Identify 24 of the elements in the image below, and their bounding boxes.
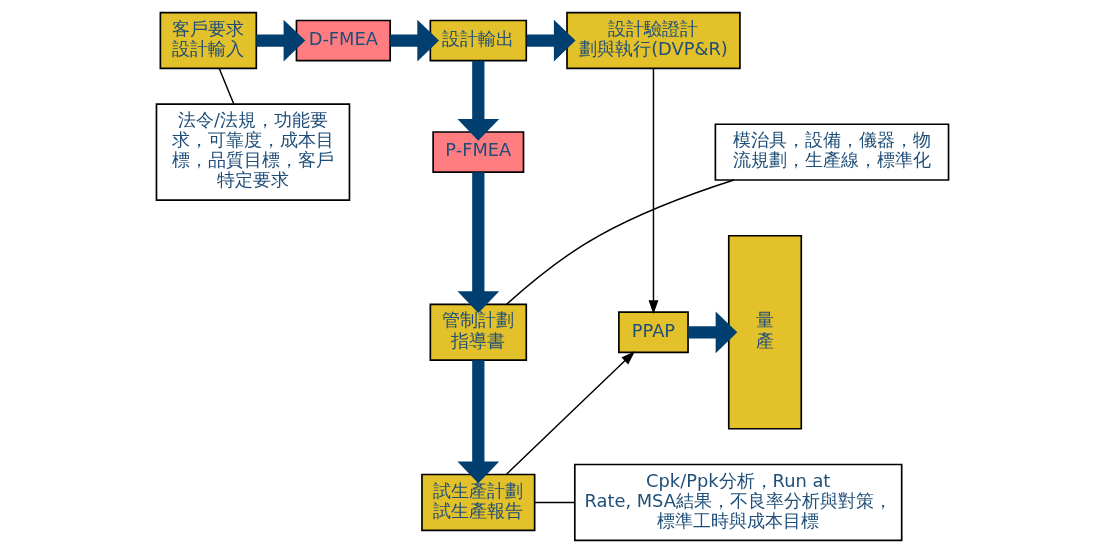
node-box: 試生產計劃試生產報告 bbox=[420, 473, 535, 532]
arrow bbox=[457, 172, 499, 314]
node-box: 管制計劃指導書 bbox=[429, 303, 527, 361]
arrow bbox=[648, 68, 658, 315]
node-box: 法令/法規，功能要求，可靠度，成本目標，品質目標，客戶特定要求 bbox=[155, 103, 350, 201]
node-box: PPAP bbox=[617, 311, 689, 354]
arrow bbox=[457, 60, 499, 141]
node-box: D-FMEA bbox=[295, 19, 391, 62]
arrow bbox=[389, 19, 439, 62]
node-box: 設計輸出 bbox=[429, 19, 527, 62]
connector bbox=[505, 179, 735, 306]
connector bbox=[218, 67, 234, 105]
arrow bbox=[456, 360, 499, 484]
arrow bbox=[505, 351, 635, 475]
node-box: 量產 bbox=[727, 234, 802, 430]
node-box: 模治具，設備，儀器，物流規劃，生產線，標準化 bbox=[714, 123, 949, 181]
node-box: Cpk/Ppk分析，Run at Rate, MSA結果，不良率分析與對策，標準工時與成本目標 bbox=[573, 463, 902, 542]
node-box: 設計驗證計劃與執行(DVP&R) bbox=[565, 11, 741, 70]
node-box: P-FMEA bbox=[431, 131, 524, 174]
node-box: 客戶要求設計輸入 bbox=[159, 11, 257, 70]
arrow bbox=[687, 311, 737, 354]
connector bbox=[533, 501, 575, 504]
arrow bbox=[526, 19, 576, 62]
arrow bbox=[255, 19, 305, 62]
